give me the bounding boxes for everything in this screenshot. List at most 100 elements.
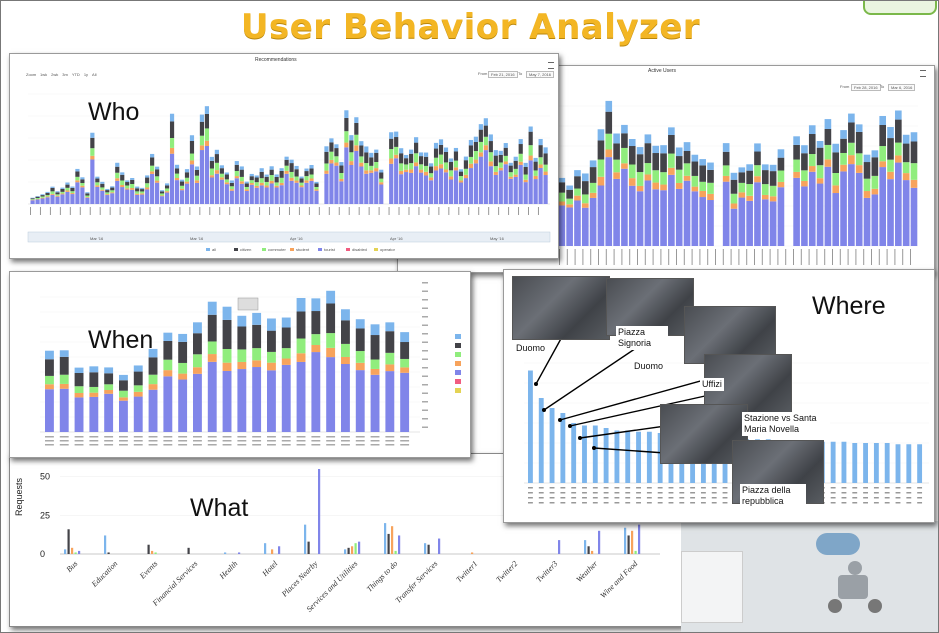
zoom-ytd[interactable]: YTD — [71, 72, 80, 77]
active-bar-35-seg-2 — [832, 172, 840, 186]
active-bar-21-seg-0 — [722, 181, 730, 246]
who-bar-47-seg-3 — [264, 176, 269, 182]
active-bar-1-seg-3 — [566, 189, 573, 199]
when-xtick-18-1 — [311, 440, 321, 442]
zoom-1wk[interactable]: 1wk — [40, 72, 48, 77]
active-xtick-3 — [582, 249, 584, 265]
who-bar-70-seg-3 — [379, 172, 384, 179]
active-xtick-40 — [871, 249, 872, 265]
who-bar-0-seg-2 — [30, 199, 35, 200]
who-bar-9-seg-2 — [75, 176, 80, 181]
when-bar-24-seg-3 — [400, 342, 410, 359]
zoom-all[interactable]: All — [92, 72, 97, 77]
when-bar-17-seg-2 — [296, 338, 306, 354]
who-bar-82-seg-1 — [438, 164, 444, 169]
who-bar-82-seg-3 — [438, 144, 444, 155]
when-ytick-1 — [422, 290, 428, 292]
what-bar-7-1 — [347, 547, 350, 554]
who-xtick-102 — [537, 207, 539, 215]
who-bar-34-seg-2 — [199, 135, 205, 146]
when-ytick-16 — [422, 418, 428, 420]
active-menu-icon[interactable] — [920, 70, 926, 77]
who-bar-5-seg-3 — [55, 192, 60, 195]
who-bar-49-seg-4 — [274, 174, 279, 177]
active-bar-45-seg-2 — [910, 163, 918, 180]
who-bar-28-seg-3 — [169, 121, 175, 138]
who-xtick-18 — [119, 207, 121, 215]
who-bar-57-seg-3 — [314, 183, 319, 187]
where-xtick-6-1 — [592, 492, 598, 494]
who-bar-47-seg-0 — [264, 187, 269, 204]
active-bar-33-seg-3 — [816, 147, 824, 166]
where-xtick-16-3 — [700, 502, 706, 504]
who-bar-93-seg-4 — [493, 150, 498, 156]
zoom-2wk[interactable]: 2wk — [51, 72, 59, 77]
active-bar-33-seg-0 — [816, 183, 824, 246]
who-bar-21-seg-1 — [135, 193, 140, 195]
who-bar-33-seg-3 — [194, 169, 200, 176]
who-bar-10-seg-0 — [80, 187, 85, 204]
when-xtick-5-2 — [119, 444, 128, 446]
active-bar-38-seg-2 — [855, 153, 863, 166]
who-bar-48-seg-1 — [269, 180, 274, 184]
who-bar-5-seg-1 — [55, 195, 60, 197]
active-bar-25-seg-2 — [754, 165, 761, 177]
where-xtick-11-3 — [646, 502, 652, 504]
active-bar-27-seg-0 — [769, 201, 777, 246]
who-from-input[interactable]: Feb 21, 2016 — [488, 71, 518, 78]
who-bar-31-seg-2 — [184, 177, 190, 182]
active-bar-1-seg-2 — [566, 198, 573, 205]
who-menu-icon[interactable] — [548, 62, 554, 69]
who-bar-35-seg-2 — [204, 128, 210, 141]
active-bar-2-seg-3 — [574, 176, 581, 189]
who-bar-53-seg-3 — [294, 169, 299, 177]
when-bar-24-seg-1 — [400, 367, 410, 373]
active-bar-5-seg-0 — [597, 185, 605, 246]
active-bar-9-seg-2 — [628, 164, 636, 179]
when-bar-9-seg-3 — [178, 341, 188, 363]
who-bar-84-seg-1 — [448, 176, 454, 180]
who-bar-23-seg-3 — [145, 177, 150, 184]
active-bar-0-seg-1 — [558, 201, 566, 206]
where-xtick-31-1 — [863, 492, 868, 494]
who-bar-96-seg-2 — [508, 172, 513, 177]
what-category-2: Events — [137, 559, 159, 581]
who-bar-44-seg-2 — [249, 180, 254, 184]
who-bar-28-seg-0 — [169, 153, 175, 204]
who-xtick-24 — [149, 207, 151, 215]
who-bar-62-seg-4 — [339, 162, 344, 166]
who-bar-77-seg-0 — [414, 166, 419, 204]
zoom-3m[interactable]: 3m — [62, 72, 68, 77]
where-xtick-1-3 — [538, 502, 544, 504]
where-xtick-5-1 — [582, 492, 587, 494]
who-bar-50-seg-3 — [279, 170, 284, 178]
who-to-label: To — [518, 71, 523, 76]
who-xtick-48 — [269, 207, 271, 215]
when-bar-6-seg-4 — [133, 365, 143, 372]
who-bar-90-seg-2 — [478, 141, 483, 153]
when-bar-19-seg-0 — [326, 357, 336, 432]
who-bar-39-seg-4 — [224, 172, 229, 175]
when-bar-14-seg-2 — [252, 348, 262, 361]
when-bar-1-seg-3 — [59, 356, 69, 375]
who-bar-82-seg-0 — [438, 168, 444, 204]
when-xtick-14-0 — [252, 436, 262, 438]
active-to-input[interactable]: Mar 6, 2016 — [888, 84, 916, 91]
who-bar-38-seg-3 — [219, 168, 224, 174]
who-bar-34-seg-3 — [199, 121, 205, 136]
who-bar-43-seg-3 — [244, 183, 249, 187]
who-to-input[interactable]: May 7, 2016 — [526, 71, 555, 78]
who-xtick-0 — [30, 207, 31, 215]
active-from-input[interactable]: Feb 28, 2016 — [851, 84, 881, 91]
who-bar-64-seg-4 — [349, 135, 354, 141]
when-xtick-10-0 — [193, 436, 202, 438]
who-bar-82-seg-2 — [438, 154, 444, 165]
when-ytick-5 — [422, 324, 428, 326]
who-bar-60-seg-2 — [329, 151, 334, 160]
when-bar-2-seg-0 — [74, 397, 84, 432]
who-bar-12-seg-4 — [90, 132, 95, 138]
where-xtick-30-2 — [852, 497, 858, 499]
zoom-1y[interactable]: 1y — [83, 72, 89, 77]
who-bar-17-seg-0 — [115, 180, 120, 204]
where-bar-31 — [863, 443, 868, 483]
